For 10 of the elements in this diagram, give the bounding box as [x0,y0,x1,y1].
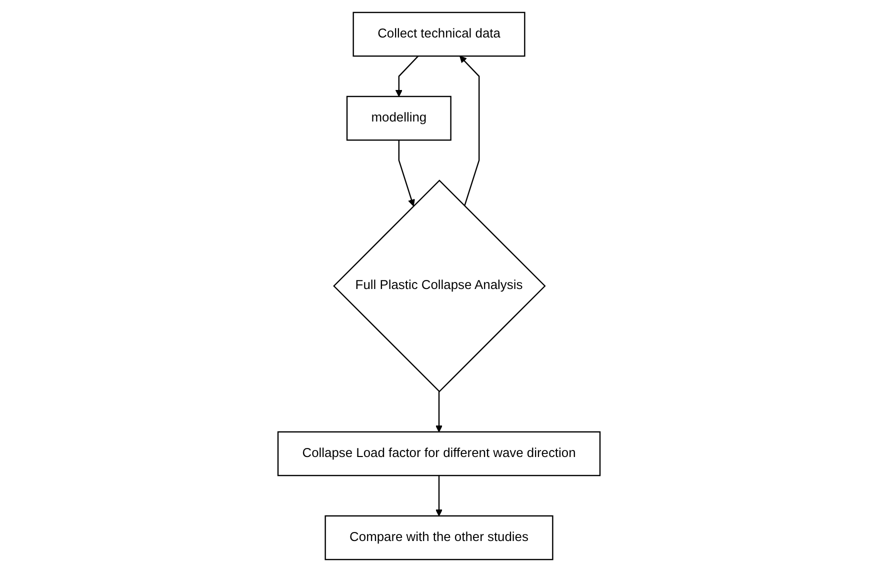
arrow [395,56,419,97]
arrow [460,56,480,206]
arrow [435,476,443,516]
arrow [398,140,415,206]
arrow [435,392,443,432]
node-diamond: Full Plastic Collapse Analysis [333,180,546,392]
node-box: Collect technical data [352,12,526,57]
node-box: modelling [346,96,452,141]
node-box: Collapse Load factor for different wave direction [277,431,601,476]
node-box: Compare with the other studies [324,515,554,560]
